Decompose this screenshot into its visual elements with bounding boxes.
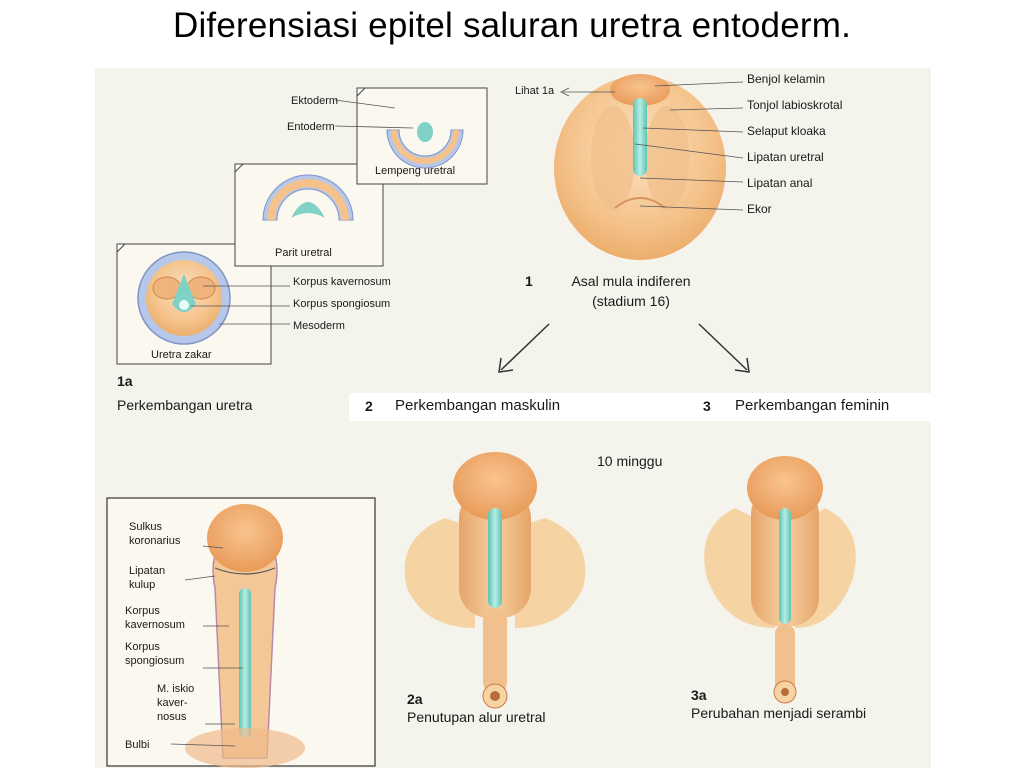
detail-drawing <box>106 497 376 768</box>
label-ischiocavernosus: M. iskio kaver- nosus <box>157 683 195 723</box>
male-branch-number: 2 <box>365 398 373 414</box>
cross-section-plate <box>356 87 488 185</box>
label-entoderm: Entoderm <box>287 121 335 133</box>
label-detail-cavernosum: Korpus kavernosum <box>125 605 185 631</box>
label-anal-fold: Lipatan anal <box>747 176 813 190</box>
panel-1a-number: 1a <box>117 373 133 389</box>
figure-plate: Ektoderm Entoderm Lempeng uretral Parit … <box>95 68 931 768</box>
indifferent-stage-drawing <box>554 74 726 260</box>
label-detail-spongiosum: Korpus spongiosum <box>125 641 185 667</box>
label-ectoderm: Ektoderm <box>291 95 339 107</box>
label-corpus-cavernosum: Korpus kavernosum <box>293 276 391 288</box>
panel-1-leaders <box>560 81 744 211</box>
label-genital-tubercle: Benjol kelamin <box>747 72 826 86</box>
cross-section-groove <box>234 163 384 267</box>
label-tail: Ekor <box>747 202 772 216</box>
slide-title: Diferensiasi epitel saluran uretra entod… <box>172 6 852 45</box>
panel-1-number: 1 <box>525 273 533 289</box>
label-labioscrotal-swelling: Tonjol labioskrotal <box>747 98 843 112</box>
panel-2a-caption: Penutupan alur uretral <box>407 709 546 725</box>
male-caption-band <box>349 393 679 421</box>
detail-leaders <box>170 545 243 747</box>
label-bulb: Bulbi <box>125 739 150 751</box>
panel-2a-number: 2a <box>407 691 423 707</box>
label-penile-urethra: Uretra zakar <box>151 349 212 361</box>
label-urethral-groove: Parit uretral <box>275 247 332 259</box>
female-development-drawing <box>704 456 856 704</box>
illustration <box>106 74 856 768</box>
panel-1-caption-line2: (stadium 16) <box>592 293 670 309</box>
panel-1-caption-line1: Asal mula indiferen <box>571 273 691 289</box>
branch-arrows <box>498 323 750 373</box>
panel-3a-number: 3a <box>691 687 707 703</box>
label-urethral-fold: Lipatan uretral <box>747 150 824 164</box>
female-branch-number: 3 <box>703 398 711 414</box>
see-reference-label: Lihat 1a <box>515 85 555 97</box>
label-preputial-fold: Lipatan kulup <box>129 565 166 591</box>
age-label: 10 minggu <box>597 453 663 469</box>
label-corpus-spongiosum: Korpus spongiosum <box>293 298 391 310</box>
male-branch-label: Perkembangan maskulin <box>395 397 561 414</box>
panel-1a-caption: Perkembangan uretra <box>117 397 253 413</box>
male-development-drawing <box>404 452 586 709</box>
label-mesoderm: Mesoderm <box>293 320 345 332</box>
panel-1a-leaders <box>191 99 414 325</box>
label-coronal-sulcus: Sulkus koronarius <box>129 521 181 547</box>
female-caption-band <box>679 393 931 421</box>
panel-3a-caption: Perubahan menjadi serambi <box>691 705 867 721</box>
label-cloacal-membrane: Selaput kloaka <box>747 124 826 138</box>
label-urethral-plate: Lempeng uretral <box>375 165 456 177</box>
female-branch-label: Perkembangan feminin <box>735 397 890 414</box>
